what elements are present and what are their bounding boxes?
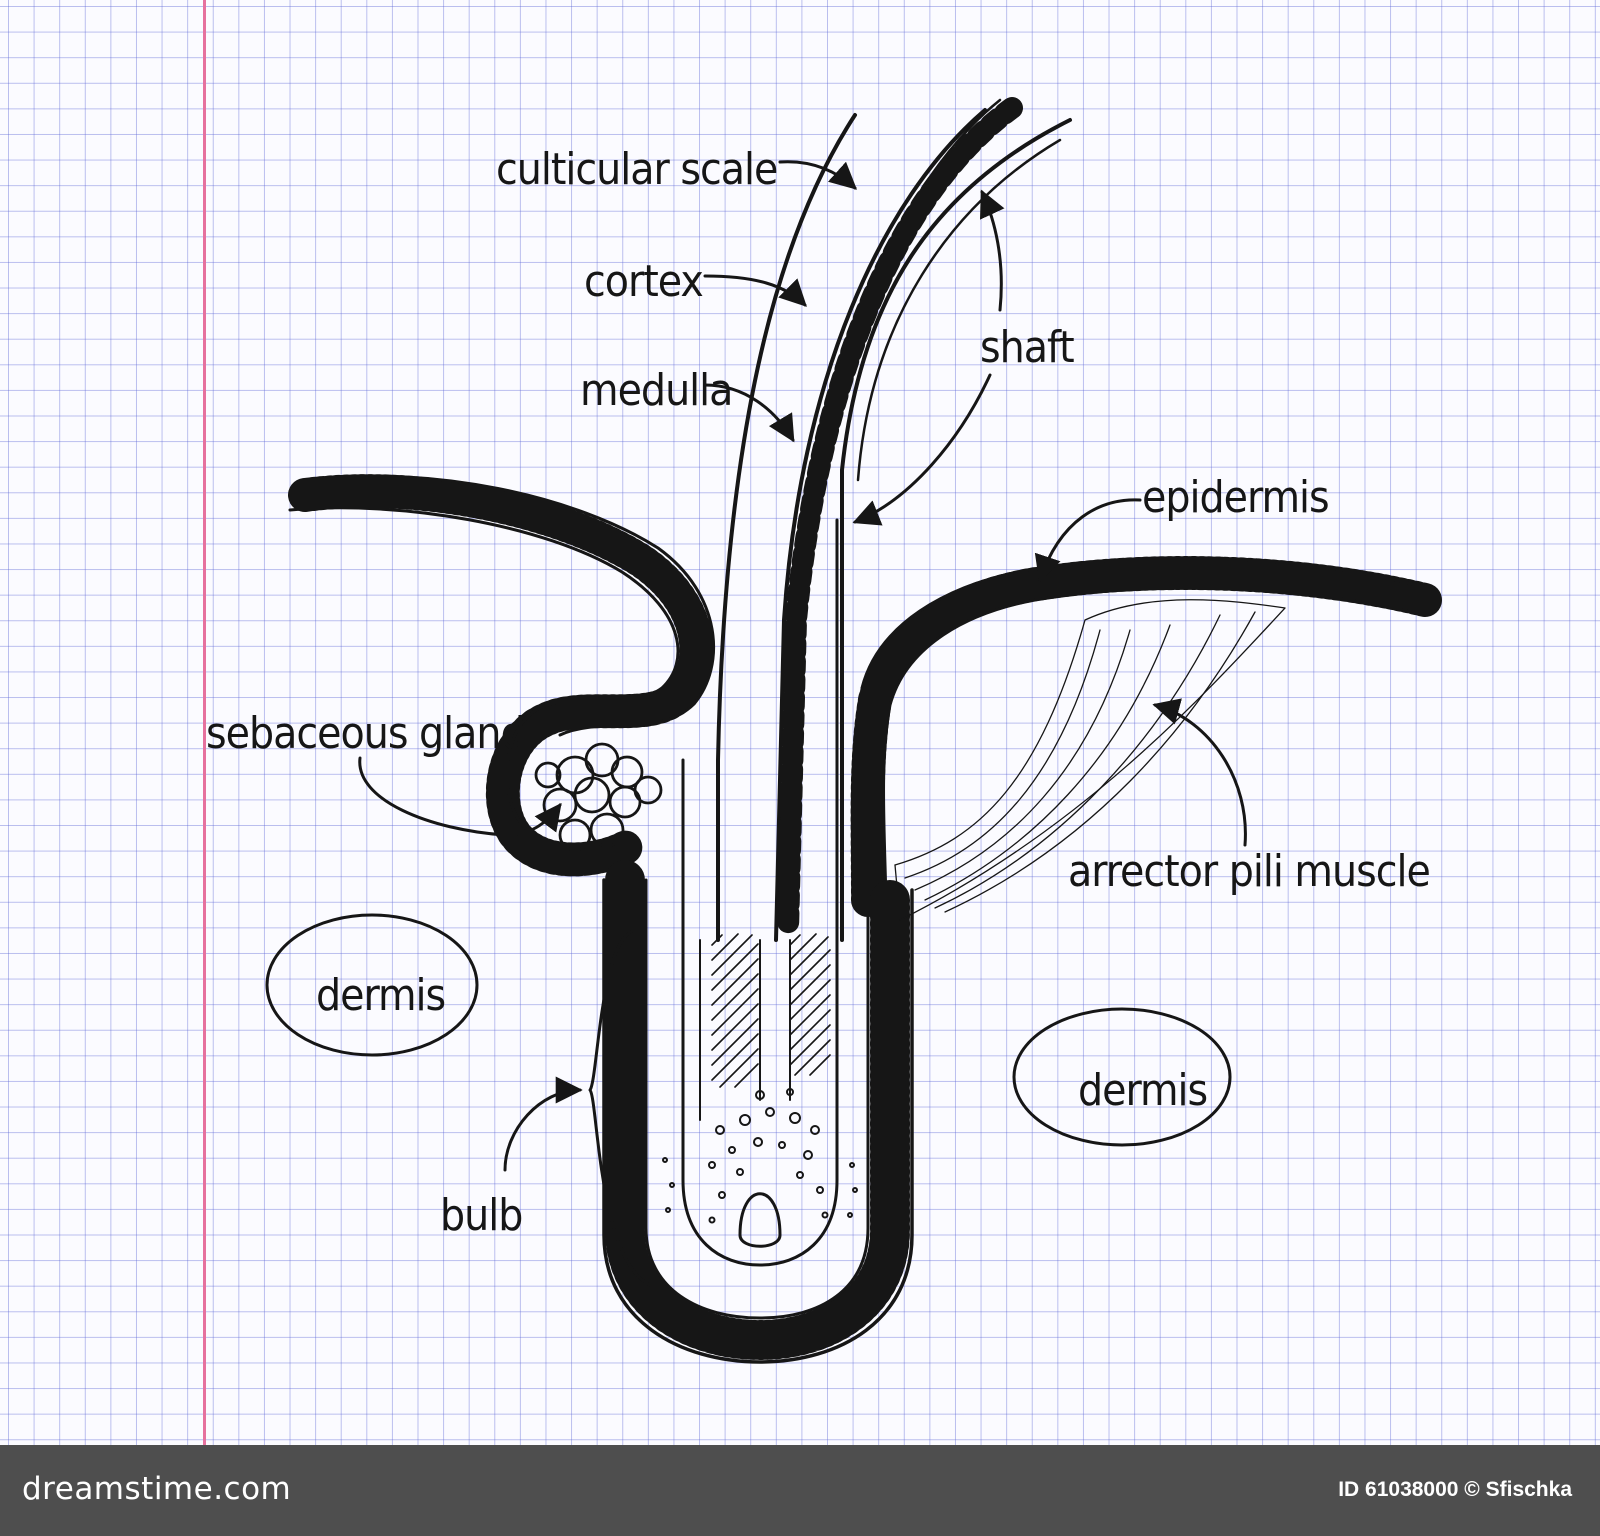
outer-root-sheath: [602, 860, 914, 1364]
medulla-arrow: [703, 383, 795, 443]
inner-root-sheath: [681, 518, 839, 1267]
arrector-pili-muscle-shape: [894, 599, 1286, 921]
label-medulla: medulla: [580, 365, 732, 416]
bulb-arrow: [503, 1076, 583, 1172]
footer-bar: [0, 1445, 1600, 1536]
medulla-core: [777, 97, 1023, 941]
dermis-right-oval: [1012, 1007, 1232, 1147]
shaft-arrow-top: [979, 189, 1005, 312]
margin-line: [203, 0, 206, 1445]
label-dermis-left: dermis: [316, 970, 445, 1021]
label-epidermis: epidermis: [1142, 472, 1329, 523]
shaft-arrow-bottom: [852, 373, 992, 526]
label-bulb: bulb: [440, 1190, 522, 1241]
brand-watermark: dreamstime.com: [22, 1471, 292, 1507]
label-shaft: shaft: [980, 322, 1074, 373]
image-credit: ID 61038000 © Sfischka: [1338, 1478, 1572, 1501]
label-dermis-right: dermis: [1078, 1065, 1207, 1116]
arrector-pili-arrow: [1152, 698, 1247, 847]
sebaceous-gland-arrow: [358, 756, 562, 837]
epidermis-left-layer: [288, 474, 716, 877]
label-arrector-pili-muscle: arrector pili muscle: [1068, 846, 1430, 897]
label-cortex: cortex: [584, 256, 703, 307]
dermis-left-oval: [265, 913, 479, 1057]
hair-shaft: [716, 98, 1072, 942]
cortex-arrow: [703, 274, 807, 307]
hair-follicle-diagram: culticular scale cortex medulla shaft ep…: [206, 97, 1442, 1364]
dermal-papilla-dots: [662, 1088, 858, 1224]
epidermis-arrow: [1034, 498, 1142, 583]
label-arrows: [358, 160, 1247, 1172]
label-cuticular-scale: culticular scale: [496, 144, 777, 195]
bulb-bracket: [588, 928, 652, 1287]
sebaceous-gland: [534, 742, 663, 852]
cuticular-scale-arrow: [778, 160, 858, 190]
hair-matrix-hatching: [711, 933, 831, 1088]
label-sebaceous-gland: sebaceous gland: [206, 708, 525, 759]
